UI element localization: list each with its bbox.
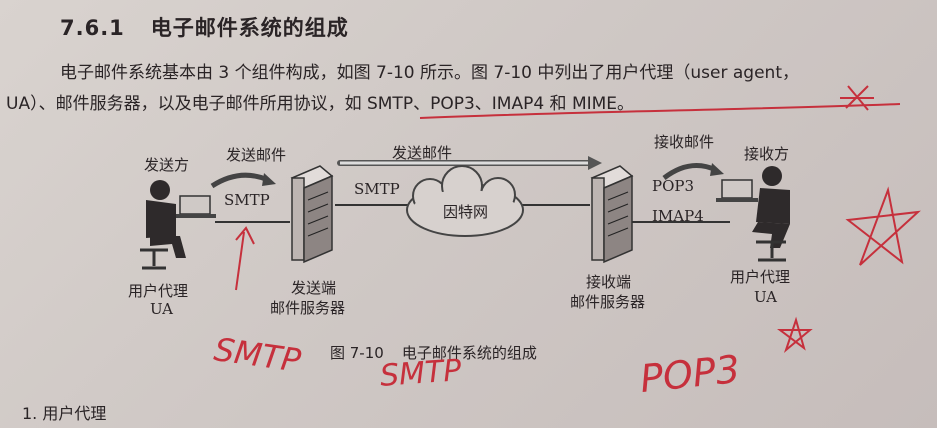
send-mail-left-label: 发送邮件 bbox=[226, 146, 287, 164]
send-server-line1: 发送端 bbox=[291, 279, 337, 297]
section-title-user-agent: 1. 用户代理 bbox=[22, 404, 107, 423]
internet-cloud bbox=[406, 165, 524, 237]
figure-number: 图 7-10 bbox=[330, 344, 384, 362]
recv-server-line1: 接收端 bbox=[586, 273, 632, 291]
recv-server-icon bbox=[590, 165, 634, 264]
hand-arrow-mark bbox=[235, 226, 255, 291]
ua-left-line1: 用户代理 bbox=[128, 282, 189, 300]
sender-label: 发送方 bbox=[144, 156, 190, 174]
receiver-label: 接收方 bbox=[744, 145, 790, 163]
figure-title: 电子邮件系统的组成 bbox=[401, 344, 537, 362]
heading-number: 7.6.1 bbox=[60, 16, 125, 40]
star-mark-large bbox=[845, 186, 921, 266]
internet-label: 因特网 bbox=[443, 203, 489, 221]
send-mail-middle-label: 发送邮件 bbox=[392, 144, 453, 162]
imap4-label: IMAP4 bbox=[652, 207, 704, 225]
receiver-user-icon bbox=[716, 166, 790, 262]
send-server-icon bbox=[290, 165, 334, 264]
smtp-left-label: SMTP bbox=[224, 191, 270, 209]
handwritten-smtp-2: SMTP bbox=[378, 353, 463, 394]
receive-mail-label: 接收邮件 bbox=[654, 133, 715, 151]
paragraph-line-2: UA）、邮件服务器，以及电子邮件所用协议，如 SMTP、POP3、IMAP4 和… bbox=[6, 94, 635, 114]
ua-left-line2: UA bbox=[150, 300, 174, 318]
paragraph-line-1: 电子邮件系统基本由 3 个组件构成，如图 7-10 所示。图 7-10 中列出了… bbox=[60, 63, 799, 83]
ua-right-line1: 用户代理 bbox=[730, 268, 791, 286]
ua-right-line2: UA bbox=[754, 288, 778, 306]
sender-user-icon bbox=[140, 180, 216, 270]
star-mark-caption bbox=[777, 316, 813, 354]
heading-title: 电子邮件系统的组成 bbox=[150, 16, 349, 40]
star-mark-small bbox=[840, 85, 874, 111]
section-heading: 7.6.1 电子邮件系统的组成 bbox=[60, 12, 349, 42]
pop3-label: POP3 bbox=[652, 177, 695, 195]
send-curve-arrow bbox=[210, 172, 269, 189]
recv-server-line2: 邮件服务器 bbox=[570, 293, 646, 311]
figure-caption: 图 7-10 电子邮件系统的组成 bbox=[330, 342, 537, 363]
underline-mark bbox=[419, 103, 901, 119]
send-arrow-middle bbox=[337, 156, 602, 170]
smtp-right-label: SMTP bbox=[354, 180, 400, 198]
send-server-line2: 邮件服务器 bbox=[270, 299, 346, 317]
